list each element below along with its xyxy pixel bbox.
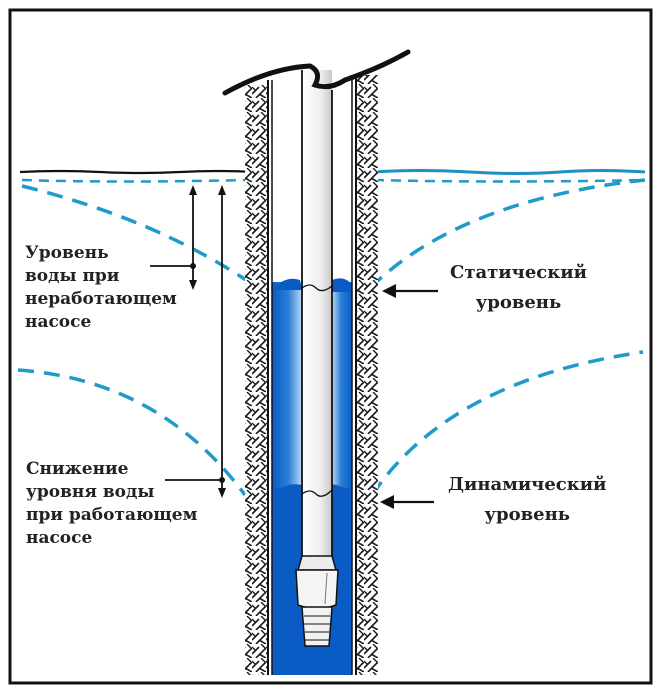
well-wall-left <box>245 85 268 675</box>
label-line: Динамический <box>448 474 607 495</box>
static-level-arrow <box>382 284 438 298</box>
ground-surface-right <box>371 169 646 175</box>
label-line: Уровень <box>25 243 109 263</box>
pipe-water-wave-static <box>301 284 333 292</box>
label-line: уровень <box>484 504 570 525</box>
dynamic-level-arrow <box>380 495 434 509</box>
riser-pipe <box>302 70 332 560</box>
label-line: неработающем <box>25 289 177 309</box>
static-depth-dimension <box>150 185 197 290</box>
label-line: при работающем <box>26 505 198 525</box>
dynamic-level-label: Динамический уровень <box>448 470 606 530</box>
surface-water-dash-left <box>21 178 251 183</box>
ground-surface-left <box>19 169 256 175</box>
submersible-pump <box>295 555 339 647</box>
frame-border <box>8 8 653 685</box>
water-column-right <box>332 282 352 492</box>
surface-water-dash-right <box>373 178 646 183</box>
label-line: уровень <box>475 292 562 313</box>
label-line: Снижение <box>26 459 129 479</box>
water-column-left <box>272 282 302 492</box>
dynamic-depth-dimension <box>165 185 226 498</box>
label-line: уровня воды <box>26 482 155 502</box>
static-depression-cone-left <box>21 184 259 290</box>
label-line: воды при <box>25 266 120 286</box>
pipe-water-wave-dynamic <box>301 489 333 497</box>
dynamic-depression-cone-left <box>17 368 247 497</box>
label-line: Статический <box>450 262 587 283</box>
static-depression-cone-right <box>368 178 646 290</box>
label-line: насосе <box>25 312 92 332</box>
static-description-label: Уровень воды при неработающем насосе <box>25 242 177 334</box>
label-line: насосе <box>26 528 93 548</box>
well-wall-right <box>355 75 378 675</box>
static-level-label: Статический уровень <box>450 258 587 318</box>
dynamic-depression-cone-right <box>370 350 644 496</box>
dynamic-description-label: Снижение уровня воды при работающем насо… <box>26 458 197 550</box>
pipe-top-cut <box>222 49 411 96</box>
